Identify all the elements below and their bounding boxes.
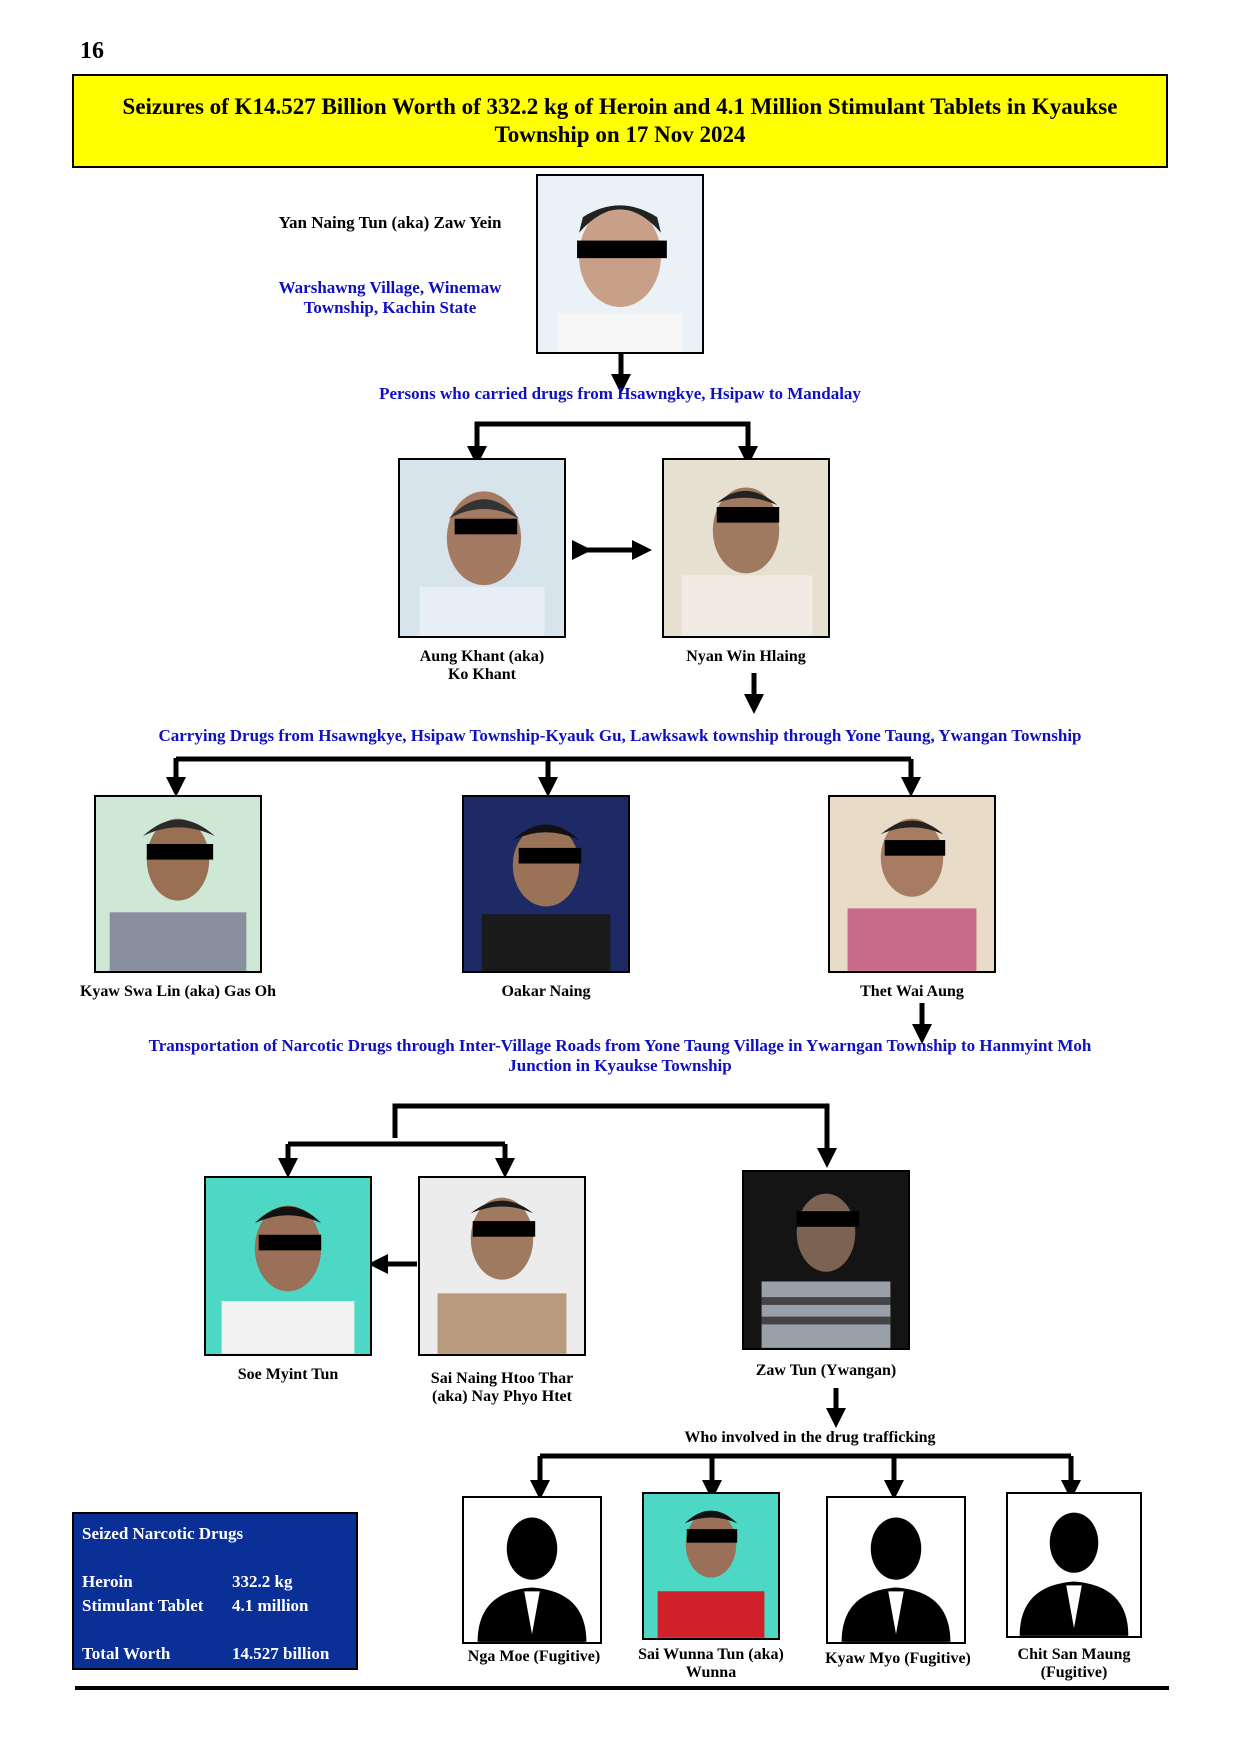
summary-total-label: Total Worth [82,1644,171,1663]
tier4-name-4-line1: Chit San Maung [1017,1646,1131,1663]
summary-row-stimulant: Stimulant Tablet 4.1 million [82,1596,309,1616]
summary-total-value: 14.527 billion [232,1644,330,1663]
tier4-photo-3-silhouette [826,1496,966,1644]
section-2-label: Carrying Drugs from Hsawngkye, Hsipaw To… [158,726,1082,745]
tier4-name-4-line2: (Fugitive) [1040,1664,1108,1681]
tier4-photo-2 [642,1492,780,1640]
summary-value: 4.1 million [232,1596,309,1615]
tier3-name-2-line2: (aka) Nay Phyo Htet [432,1388,572,1405]
page-title-box: Seizures of K14.527 Billion Worth of 332… [72,74,1168,168]
tier2-photo-1 [94,795,262,973]
page-title: Seizures of K14.527 Billion Worth of 332… [122,94,1118,147]
tier4-name-3: Kyaw Myo (Fugitive) [825,1650,971,1667]
top-person-name: Yan Naing Tun (aka) Zaw Yein [278,213,502,232]
tier4-name-2-line1: Sai Wunna Tun (aka) [638,1646,784,1663]
summary-row-heroin: Heroin 332.2 kg [82,1572,292,1592]
summary-heading: Seized Narcotic Drugs [82,1524,244,1543]
top-person-address-line1: Warshawng Village, Winemaw [278,278,502,297]
bottom-rule [75,1686,1169,1690]
tier3-photo-2 [418,1176,586,1356]
tier2-name-2: Oakar Naing [501,983,591,1000]
summary-label: Stimulant Tablet [82,1596,204,1615]
tier4-photo-4-silhouette [1006,1492,1142,1638]
page-number: 16 [80,38,104,64]
summary-value: 332.2 kg [232,1572,293,1591]
tier1-name-1-line2: Ko Khant [447,666,516,683]
section-3-label-line2: Junction in Kyaukse Township [508,1056,732,1075]
section-3-label-line1: Transportation of Narcotic Drugs through… [148,1036,1092,1055]
summary-row-total: Total Worth 14.527 billion [82,1644,329,1664]
tier2-name-3: Thet Wai Aung [860,983,964,1000]
tier3-photo-3 [742,1170,910,1350]
top-person-photo [536,174,704,354]
tier4-photo-1-silhouette [462,1496,602,1644]
top-person-address-line2: Township, Kachin State [303,298,477,317]
tier3-name-3: Zaw Tun (Ywangan) [755,1362,897,1379]
tier2-photo-2 [462,795,630,973]
tier3-name-2-line1: Sai Naing Htoo Thar [430,1370,574,1387]
tier1-name-1-line1: Aung Khant (aka) [419,648,545,665]
seized-drugs-summary: Seized Narcotic Drugs Heroin 332.2 kg Sti… [72,1512,358,1670]
tier2-photo-3 [828,795,996,973]
section-4-label: Who involved in the drug trafficking [684,1429,936,1446]
tier3-name-1: Soe Myint Tun [237,1366,339,1383]
tier2-name-1: Kyaw Swa Lin (aka) Gas Oh [79,983,277,1000]
tier3-photo-1 [204,1176,372,1356]
tier1-photo-1 [398,458,566,638]
tier4-name-2-line2: Wunna [685,1664,737,1681]
section-1-label: Persons who carried drugs from Hsawngkye… [379,384,861,403]
summary-label: Heroin [82,1572,133,1591]
tier4-name-1: Nga Moe (Fugitive) [467,1648,601,1665]
tier1-photo-2 [662,458,830,638]
tier1-name-2: Nyan Win Hlaing [686,648,806,665]
